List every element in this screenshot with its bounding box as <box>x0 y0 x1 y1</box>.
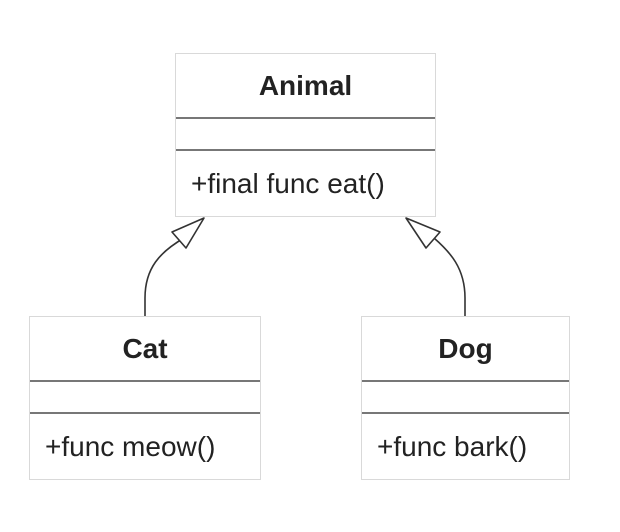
class-dog-divider-1 <box>362 380 569 382</box>
class-animal: Animal +final func eat() <box>175 53 436 217</box>
class-animal-divider-2 <box>176 149 435 151</box>
class-animal-method: +final func eat() <box>191 168 385 199</box>
class-animal-attributes <box>176 119 435 149</box>
class-dog-name: Dog <box>438 332 493 364</box>
class-cat-method: +func meow() <box>45 431 216 462</box>
inheritance-arrow-dog <box>405 217 441 249</box>
class-cat: Cat +func meow() <box>29 316 261 480</box>
class-animal-name: Animal <box>258 69 353 101</box>
class-dog: Dog +func bark() <box>361 316 570 480</box>
class-dog-divider-2 <box>362 412 569 414</box>
class-cat-name: Cat <box>122 332 168 364</box>
class-dog-attributes <box>362 382 569 412</box>
class-animal-divider-1 <box>176 117 435 119</box>
class-cat-divider-2 <box>30 412 260 414</box>
inheritance-arrow-cat <box>171 217 205 249</box>
edge-cat-to-animal <box>144 237 185 316</box>
class-cat-divider-1 <box>30 380 260 382</box>
class-cat-attributes <box>30 382 260 412</box>
edge-dog-to-animal <box>433 237 466 316</box>
class-dog-method: +func bark() <box>377 431 528 462</box>
